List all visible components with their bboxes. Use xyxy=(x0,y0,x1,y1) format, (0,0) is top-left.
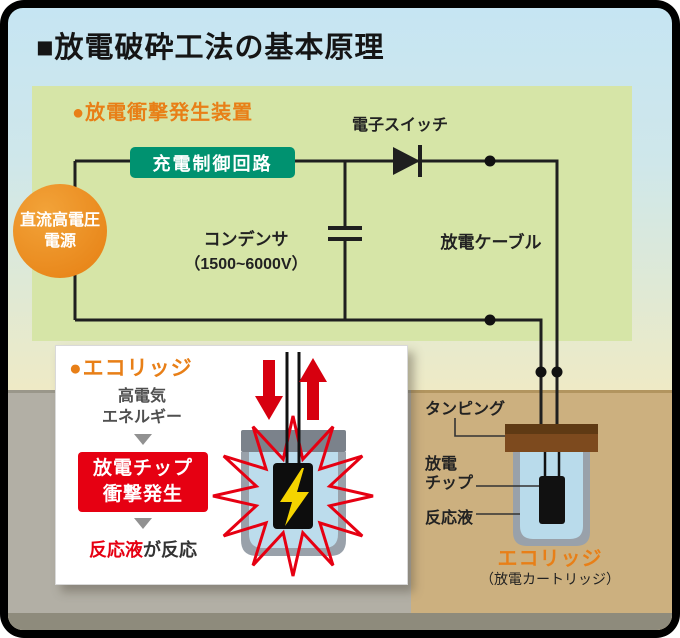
chip-label-line: チップ xyxy=(425,475,474,492)
diagram-canvas: ■放電破砕工法の基本原理 ●放電衝撃発生装置 xyxy=(8,8,672,630)
ecoridge-inset-panel: ●エコリッジ 高電気 エネルギー 放電チップ 衝撃発生 反応液が反応 xyxy=(55,345,408,585)
up-arrow-icon xyxy=(299,358,327,420)
reaction-suffix: が反応 xyxy=(143,540,197,560)
junction-dot xyxy=(551,366,563,378)
power-supply-label: 直流高電圧 xyxy=(19,212,100,229)
chip-label-line: 放電 xyxy=(425,456,458,473)
cartridge-cap xyxy=(241,430,346,452)
energy-label-line: エネルギー xyxy=(101,409,182,426)
energy-label-line: 高電気 xyxy=(117,388,166,405)
charge-control-box: 充電制御回路 xyxy=(130,147,295,178)
junction-dot xyxy=(535,366,547,378)
device-panel-heading: ●放電衝撃発生装置 xyxy=(72,102,254,124)
dc-power-supply: 直流高電圧 電源 xyxy=(13,184,107,278)
capacitor-label: コンデンサ xyxy=(203,230,289,249)
capacitor-range-label: （1500~6000V） xyxy=(184,256,308,273)
cartridge-body xyxy=(241,452,346,556)
shock-box-line: 衝撃発生 xyxy=(102,484,183,505)
down-triangle-icon xyxy=(134,518,152,529)
down-triangle-icon xyxy=(134,434,152,445)
ecoridge-label: エコリッジ xyxy=(497,548,603,570)
discharge-cable-label: 放電ケーブル xyxy=(440,233,542,252)
charge-control-label: 充電制御回路 xyxy=(152,153,273,174)
power-supply-label: 電源 xyxy=(43,233,76,250)
ground-base-strip xyxy=(8,613,672,630)
tamping-label: タンピング xyxy=(425,401,506,418)
ecoridge-sublabel: （放電カートリッジ） xyxy=(480,571,620,587)
energy-label: 高電気 エネルギー xyxy=(72,386,212,428)
inset-heading: ●エコリッジ xyxy=(69,357,193,380)
lightning-icon xyxy=(280,468,309,526)
starburst-icon xyxy=(212,415,374,577)
reaction-liquid xyxy=(249,452,338,548)
discharge-chip-label: 放電 チップ xyxy=(425,455,473,493)
reaction-highlight: 反応液 xyxy=(89,540,143,560)
reaction-result-label: 反応液が反応 xyxy=(62,536,224,562)
shock-box: 放電チップ 衝撃発生 xyxy=(78,452,208,512)
reaction-liquid-label: 反応液 xyxy=(425,510,474,527)
discharge-chip xyxy=(273,463,313,529)
shock-box-line: 放電チップ xyxy=(92,458,193,479)
page-title: ■放電破砕工法の基本原理 xyxy=(36,32,385,64)
down-arrow-icon xyxy=(255,360,283,420)
electronic-switch-label: 電子スイッチ xyxy=(351,117,448,134)
